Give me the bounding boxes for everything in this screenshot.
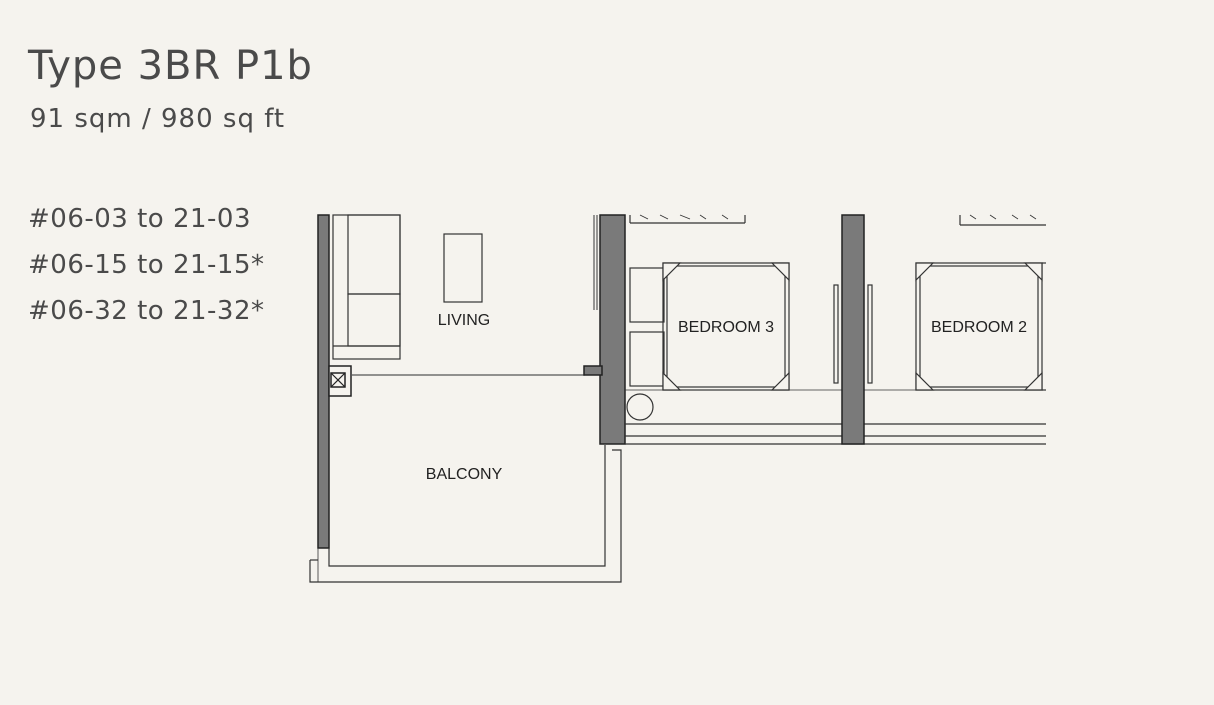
room-label-living: LIVING: [438, 312, 490, 329]
unit-area: 91 sqm / 980 sq ft: [30, 104, 286, 134]
unit-range: #06-32 to 21-32*: [28, 296, 265, 326]
bedroom-window-line: [625, 389, 1046, 445]
room-label-bedroom2: BEDROOM 2: [931, 319, 1027, 336]
bedroom2-wardrobe-top: [959, 214, 1046, 226]
bedroom3-wardrobe-top: [629, 214, 746, 224]
coffee-table: [443, 233, 483, 303]
unit-range: #06-15 to 21-15*: [28, 250, 265, 280]
unit-number-list: #06-03 to 21-03 #06-15 to 21-15* #06-32 …: [28, 196, 265, 334]
room-label-bedroom3: BEDROOM 3: [678, 319, 774, 336]
room-label-balcony: BALCONY: [426, 466, 503, 483]
unit-type-title: Type 3BR P1b: [28, 43, 313, 89]
bedroom3-round-table: [626, 393, 654, 421]
bedroom2-bed: [915, 262, 1046, 391]
living-sofa: [332, 214, 401, 360]
service-shaft: [328, 365, 352, 397]
unit-range: #06-03 to 21-03: [28, 204, 252, 234]
left-wall: [317, 214, 330, 549]
bedroom3-bed: [629, 262, 790, 391]
bedroom-partition-wall: [833, 214, 873, 445]
balcony-railing: [309, 445, 622, 583]
center-wall: [583, 214, 626, 445]
